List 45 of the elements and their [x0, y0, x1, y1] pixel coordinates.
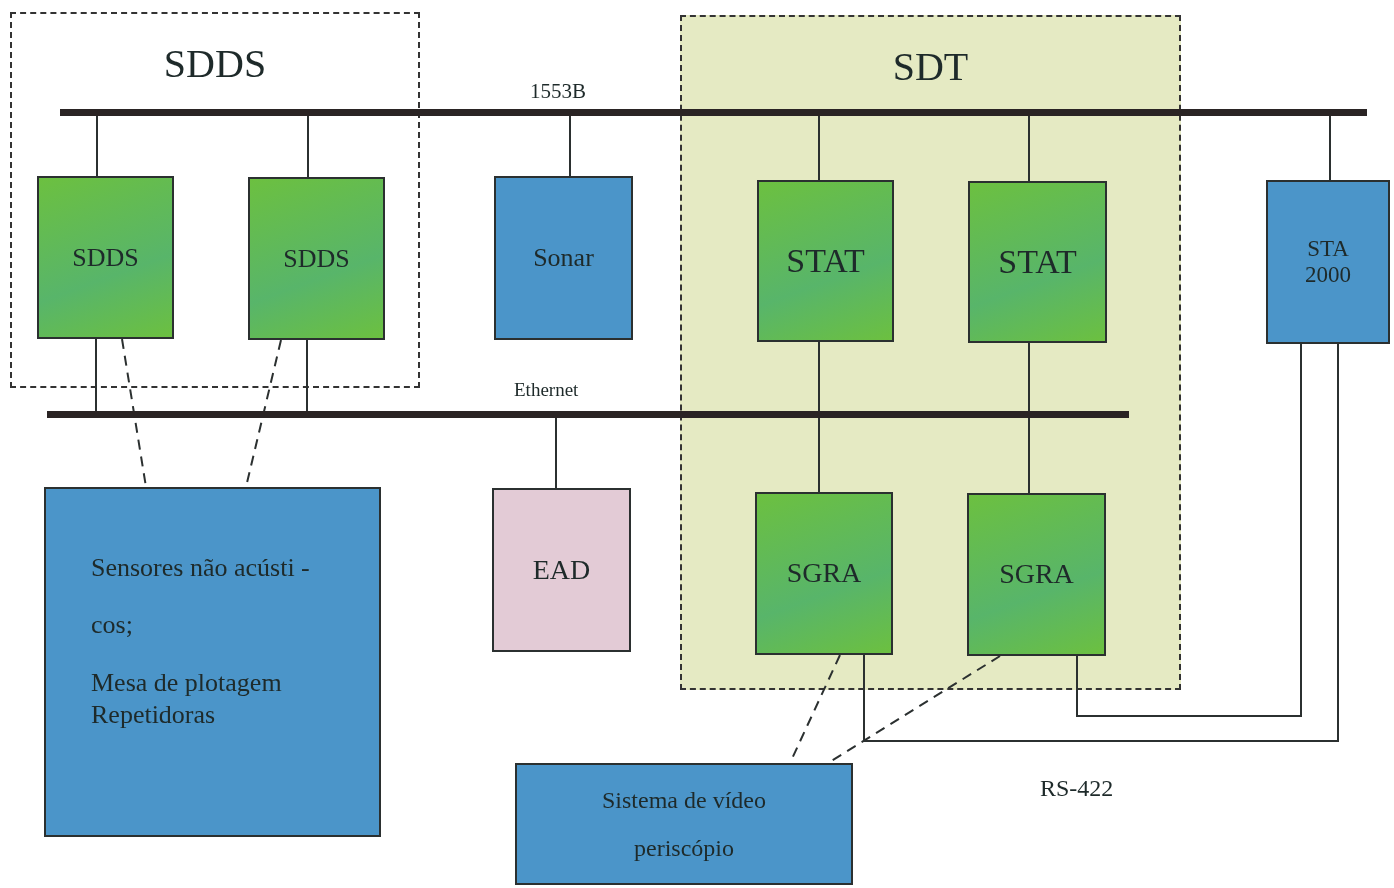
connector-line — [307, 115, 309, 178]
connector-line — [818, 115, 820, 181]
connector-line — [306, 339, 308, 412]
system-box — [492, 488, 631, 652]
box-text: STAT — [998, 242, 1077, 282]
box-text: SDDS — [283, 243, 350, 274]
connector-line — [555, 417, 557, 489]
group-title: SDDS — [162, 40, 268, 87]
connector-line — [818, 341, 820, 412]
connector-line — [96, 115, 98, 177]
box-text: STA 2000 — [1304, 235, 1352, 289]
system-box — [515, 763, 853, 885]
box-text: Mesa de plotagem Repetidoras — [91, 667, 283, 730]
box-text: Sensores não acústi - cos; — [91, 552, 311, 642]
box-text: Sistema de vídeo periscópio — [601, 786, 767, 863]
connector-line — [1028, 417, 1030, 494]
box-text: EAD — [532, 553, 591, 587]
box-text: SDDS — [72, 242, 139, 273]
system-box — [757, 180, 894, 342]
connector-line — [1076, 343, 1302, 717]
system-box — [967, 493, 1106, 656]
system-box — [44, 487, 381, 837]
group-frame — [10, 12, 420, 388]
connector-line — [95, 338, 97, 412]
connector-line — [569, 115, 571, 177]
system-box — [494, 176, 633, 340]
connector-line — [818, 417, 820, 493]
system-box — [1266, 180, 1390, 344]
system-box — [755, 492, 893, 655]
box-text: Sonar — [533, 243, 594, 273]
bus-label: Ethernet — [514, 379, 579, 401]
box-text: SGRA — [786, 557, 862, 590]
group-title: SDT — [891, 43, 970, 90]
box-text: STAT — [786, 241, 865, 281]
box-text: SGRA — [999, 558, 1074, 591]
connector-line — [863, 343, 1339, 742]
interface-label: RS-422 — [1040, 775, 1114, 802]
connector-line — [1329, 115, 1331, 181]
connector-line — [1028, 342, 1030, 412]
system-box — [37, 176, 174, 339]
connector-line — [1028, 115, 1030, 182]
bus-label: 1553B — [530, 79, 586, 104]
group-frame — [680, 15, 1181, 690]
system-box — [968, 181, 1107, 343]
system-box — [248, 177, 385, 340]
